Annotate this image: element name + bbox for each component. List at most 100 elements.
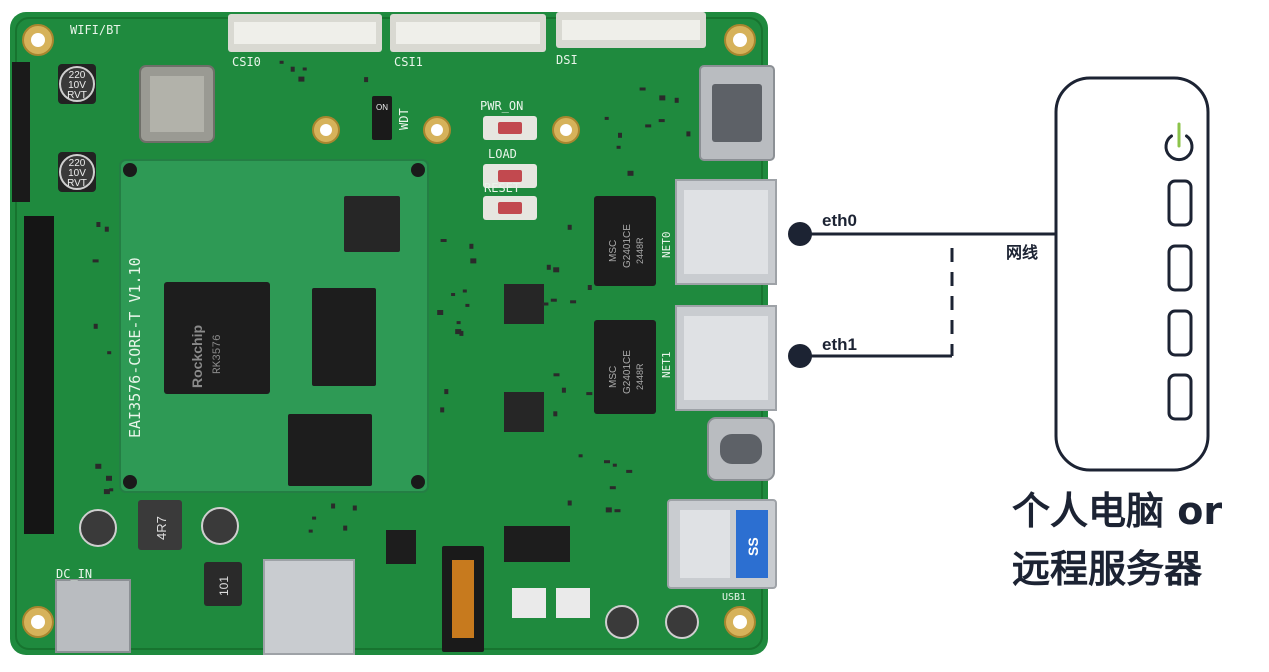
smd-part (331, 503, 336, 509)
smd-part (298, 76, 305, 82)
smd-part (604, 460, 610, 464)
drive-bay-4 (1167, 373, 1193, 421)
smd-part (626, 469, 633, 473)
smd-part (459, 330, 464, 336)
smd-part (639, 87, 646, 91)
smd-part (465, 303, 470, 307)
smd-part (92, 259, 99, 263)
cap-label-2b: 10V (68, 168, 86, 179)
pmic-chip (344, 196, 400, 252)
smd-part (290, 66, 295, 72)
smd-part (616, 145, 621, 149)
smd-part (109, 488, 114, 492)
tf0-line2: G2401CE (622, 224, 633, 268)
smd-part (604, 116, 609, 120)
cable-label: 网线 (1006, 243, 1038, 262)
tf1-line3: 2448R (635, 363, 645, 390)
smd-part (364, 77, 369, 83)
smd-part (542, 302, 549, 306)
drive-bay-3 (1167, 309, 1193, 357)
smd-part (578, 454, 583, 458)
mounting-holes (22, 24, 756, 638)
smd-part (444, 389, 449, 395)
net1-label: NET1 (660, 352, 673, 379)
cap-label-1b: 10V (68, 80, 86, 91)
pin-header-gpio (24, 216, 54, 534)
bottom-components (55, 284, 590, 655)
drive-bay-1 (1167, 179, 1193, 227)
smd-part (609, 486, 616, 490)
usb1-label: USB1 (722, 592, 746, 603)
smd-part (546, 264, 551, 270)
cap-label-2a: 220 (69, 158, 86, 169)
tf1-line1: MSC (608, 366, 619, 388)
capacitors-left (58, 64, 96, 192)
cap-label-1c: RVT (67, 90, 87, 101)
fpc-connectors (228, 12, 706, 52)
power-icon (1164, 122, 1194, 162)
usb-a-port (667, 499, 777, 589)
smd-part (659, 95, 666, 101)
connection-lines (788, 222, 1056, 368)
smd-part (645, 124, 652, 128)
smd-part (553, 267, 560, 273)
smd-part (103, 489, 110, 495)
smd-part (95, 463, 102, 469)
smd-part (587, 285, 592, 290)
drive-bay-2 (1167, 244, 1193, 292)
core-module (119, 159, 429, 493)
dsi-label: DSI (556, 53, 578, 67)
switch-on-label: ON (376, 103, 388, 112)
smd-part (553, 411, 558, 417)
smd-part (440, 407, 445, 413)
smd-part (279, 60, 284, 64)
emmc-chip (288, 414, 372, 486)
pwr-on-label: PWR_ON (480, 99, 523, 113)
smd-part (553, 373, 560, 377)
wdt-label: WDT (397, 108, 411, 130)
smd-part (469, 243, 474, 249)
csi0-label: CSI0 (232, 55, 261, 69)
module-label: EAI3576-CORE-T V1.10 (126, 257, 144, 438)
dev-board: CSI0 CSI1 DSI WIFI/BT 220 10V RVT 220 10… (10, 12, 777, 655)
pc-device (1054, 76, 1210, 472)
smd-part (605, 507, 612, 513)
soc-model: RK3576 (212, 334, 224, 374)
smd-part (352, 505, 357, 511)
smd-part (567, 224, 572, 230)
pin-header-top (12, 62, 30, 202)
smd-part (437, 310, 444, 315)
reset-label: RESET (484, 181, 520, 195)
smd-part (308, 529, 313, 533)
cap-label-1a: 220 (69, 70, 86, 81)
eth0-label: eth0 (822, 211, 857, 230)
smd-components (92, 60, 691, 533)
rj45-port-eth0 (675, 179, 777, 285)
smd-part (107, 351, 112, 355)
capacitors-bottom (79, 507, 699, 639)
net0-label: NET0 (660, 232, 673, 259)
smd-part (312, 516, 317, 520)
soc-brand: Rockchip (189, 325, 205, 388)
smd-part (93, 323, 98, 329)
eth-transformers (594, 196, 656, 414)
usb-c-port (707, 417, 775, 481)
ram-chip (312, 288, 376, 386)
smd-part (440, 239, 447, 242)
pc-chassis (1054, 76, 1210, 472)
chip-label: 101 (217, 576, 231, 596)
hdmi-port (699, 65, 775, 161)
tactile-buttons (483, 116, 537, 220)
smd-part (561, 387, 566, 393)
inductor-label: 4R7 (154, 516, 169, 540)
smd-part (470, 258, 477, 264)
tf0-line1: MSC (608, 240, 619, 262)
smd-part (550, 298, 557, 302)
smd-part (455, 329, 462, 335)
smd-part (627, 170, 634, 176)
smd-part (456, 321, 461, 325)
soc-chip (164, 282, 270, 394)
smd-part (614, 509, 621, 513)
smd-part (658, 119, 665, 123)
smd-part (570, 300, 577, 304)
